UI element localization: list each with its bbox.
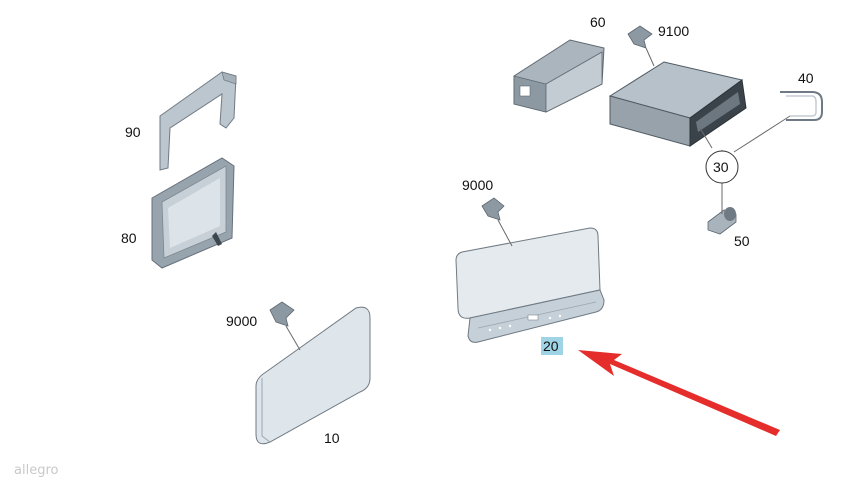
label-9000-left: 9000	[226, 313, 257, 329]
red-arrow	[578, 350, 780, 436]
part-90-bracket	[159, 71, 237, 171]
label-60: 60	[590, 14, 606, 30]
part-9000-clip-left	[269, 301, 295, 327]
label-9100: 9100	[658, 23, 689, 39]
part-80-monitor	[151, 157, 235, 269]
label-10: 10	[324, 430, 340, 446]
label-40: 40	[798, 70, 814, 86]
label-50: 50	[734, 233, 750, 249]
part-60-bracket	[513, 39, 605, 113]
label-9000-mid: 9000	[462, 177, 493, 193]
label-20: 20	[543, 338, 559, 354]
label-80: 80	[121, 230, 137, 246]
part-40-clip	[780, 91, 823, 121]
part-9100-clip	[627, 25, 653, 49]
part-tachograph-unit	[608, 61, 747, 147]
part-30-callout	[705, 150, 739, 184]
label-20-highlight	[541, 337, 563, 355]
label-90: 90	[125, 124, 141, 140]
part-20-main-unit	[455, 227, 605, 343]
label-30: 30	[713, 159, 729, 175]
part-10-panel	[255, 306, 371, 445]
part-50-roller	[707, 207, 737, 235]
leader-lines	[285, 47, 791, 351]
watermark: allegro	[14, 463, 58, 478]
part-9000-clip-mid	[481, 197, 505, 221]
